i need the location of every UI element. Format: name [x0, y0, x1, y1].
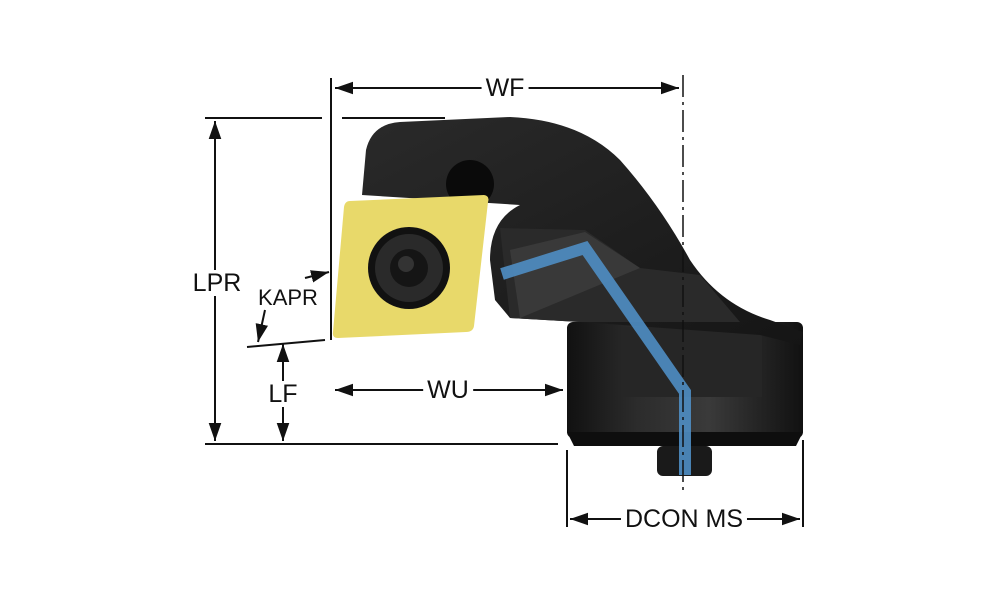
- lpr-label: LPR: [188, 270, 246, 296]
- clamping-base: [567, 322, 803, 476]
- dcon-ms-label: DCON MS: [620, 506, 748, 532]
- wf-label: WF: [481, 75, 529, 101]
- lf-label: LF: [264, 381, 302, 407]
- cutting-insert: [332, 195, 489, 338]
- kapr-label: KAPR: [258, 285, 318, 310]
- coolant-channel: [500, 240, 691, 475]
- wu-label: WU: [423, 377, 473, 403]
